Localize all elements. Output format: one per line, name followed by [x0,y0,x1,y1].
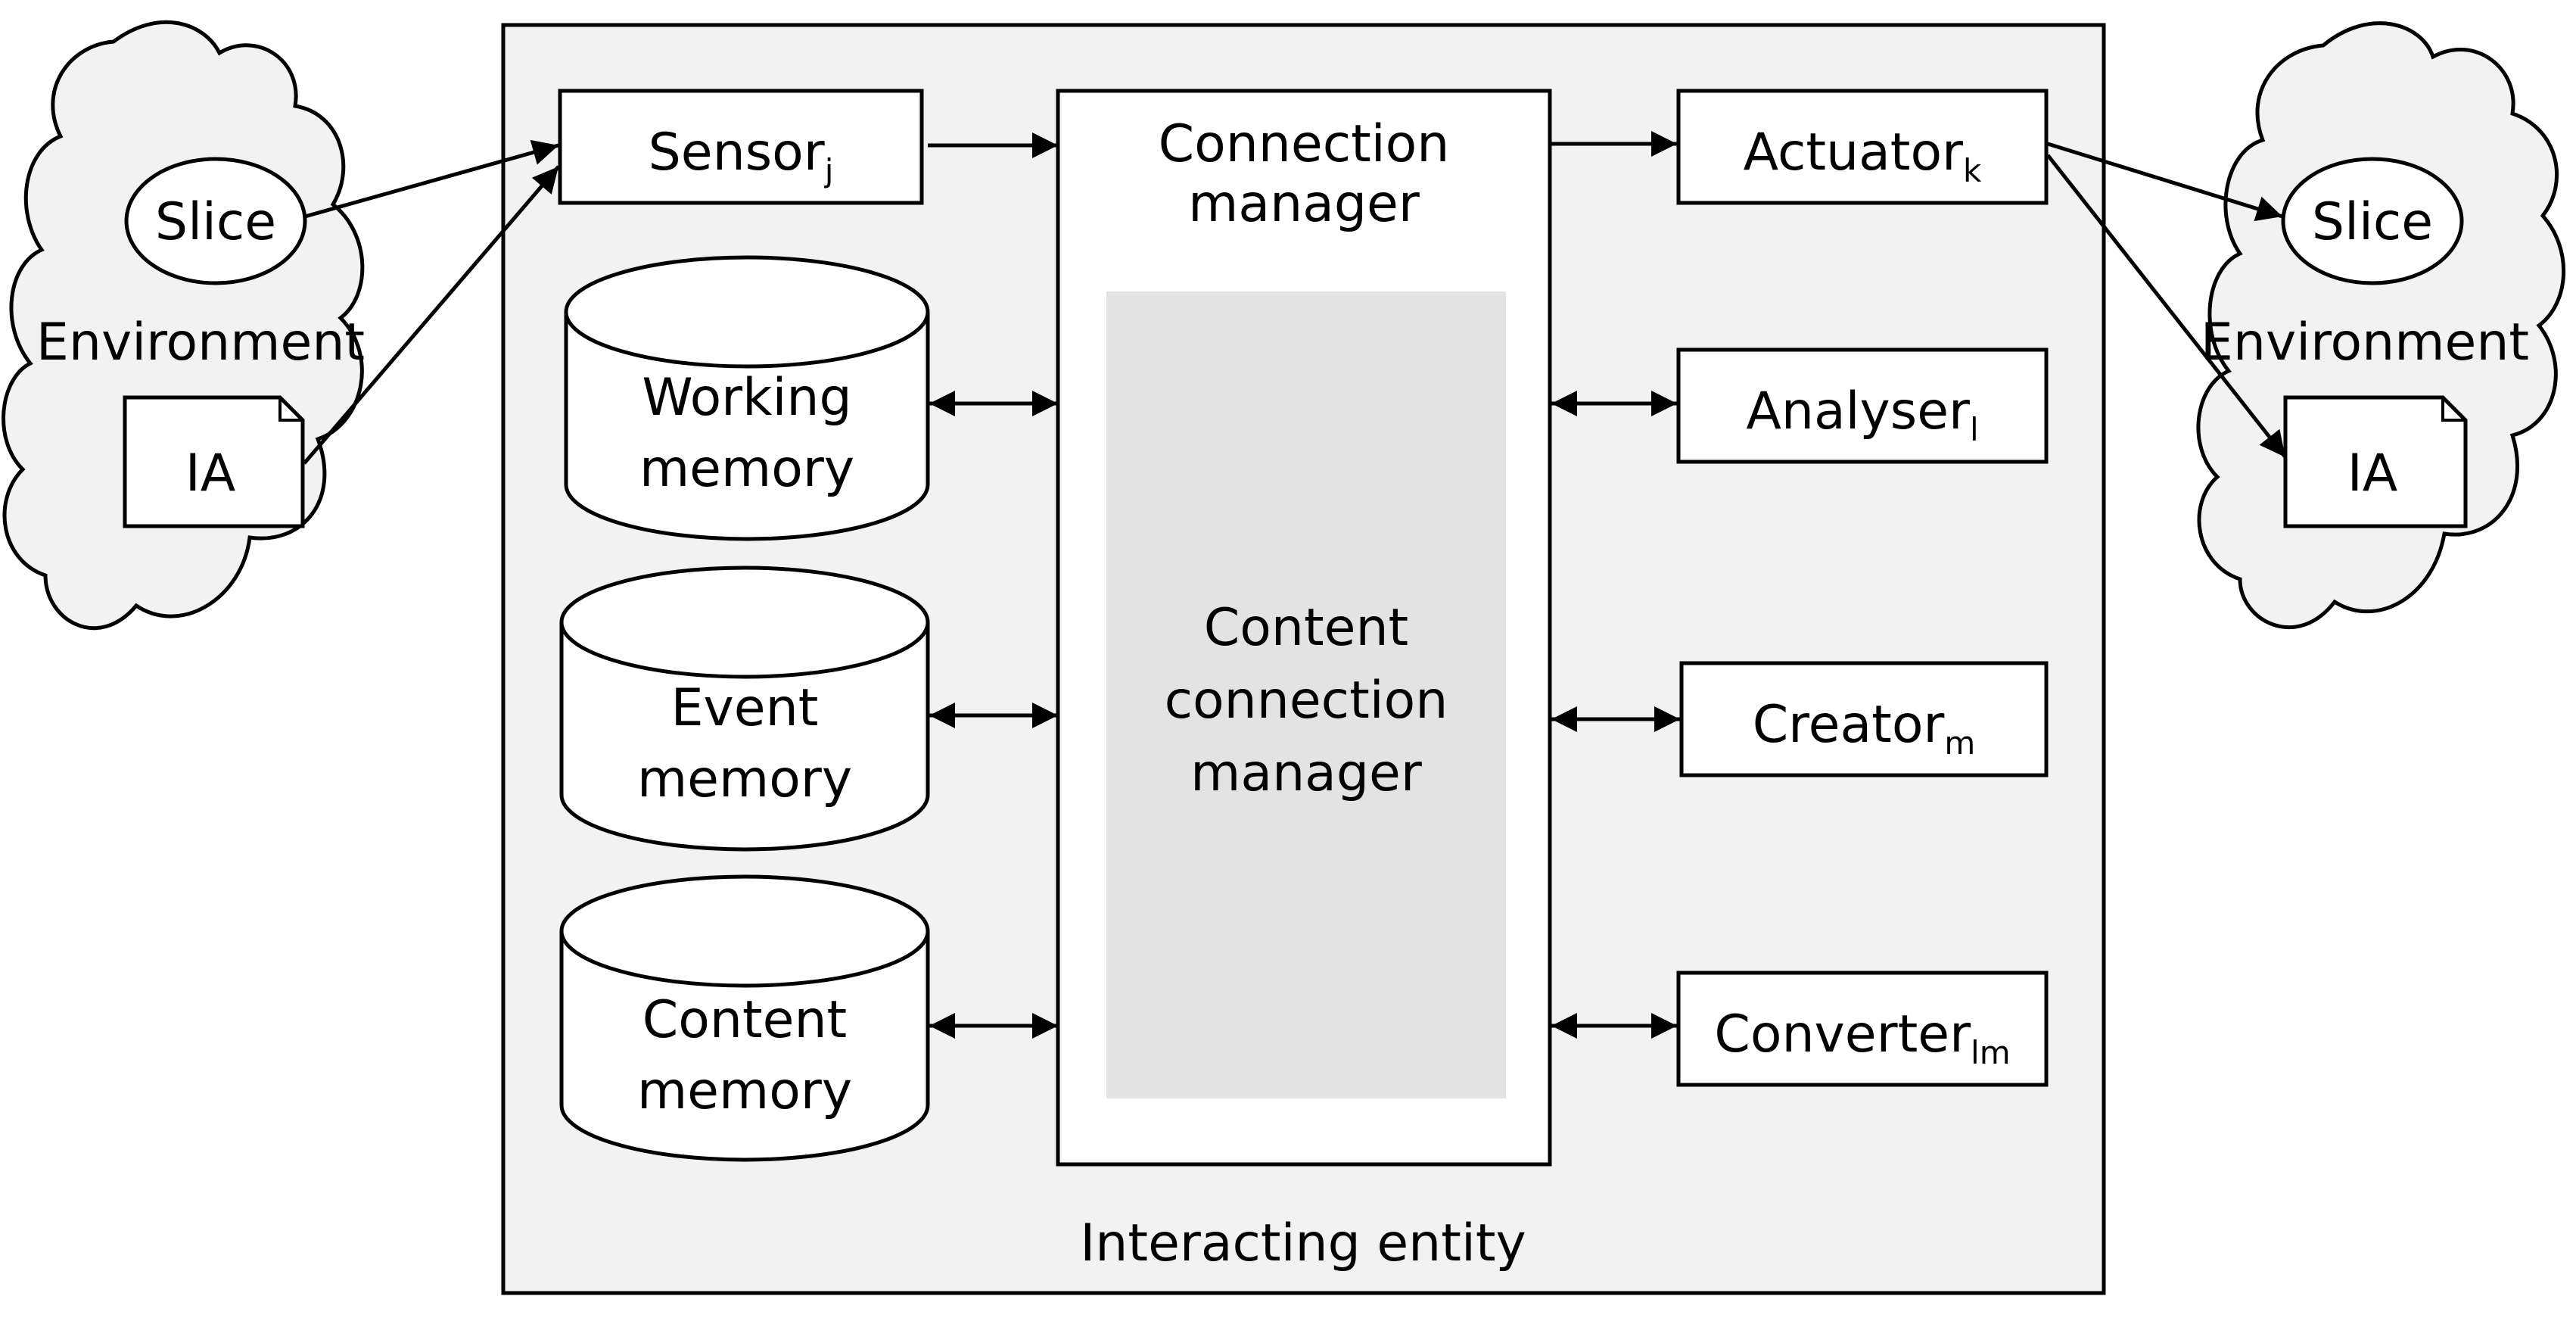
event-memory-cylinder: Event memory [559,566,930,852]
content-connection-manager-box [1106,291,1506,1098]
event-memory-line1: Event [671,678,819,738]
content-memory-cylinder: Content memory [559,874,930,1162]
creator-name: Creator [1753,695,1945,755]
actuator-label: Actuatork [1744,123,1982,189]
creator-subscript: m [1944,724,1975,762]
working-memory-line1: Working [642,368,851,428]
arrow-actuator-to-right-slice [2047,142,2283,222]
analyser-box [1676,347,2049,464]
left-slice-label: Slice [155,192,276,252]
actuator-name: Actuator [1744,123,1963,182]
right-ia-document [2283,395,2468,528]
sensor-label: Sensorj [649,123,834,189]
arrow-actuator-to-right-ia [2046,154,2287,459]
content-connection-manager-line1: Content [1204,598,1408,658]
content-memory-line1: Content [642,990,847,1050]
content-connection-manager-line2: connection [1165,671,1448,731]
connection-manager-line2: manager [1188,174,1420,234]
sensor-box [558,89,924,205]
creator-label: Creatorm [1753,695,1976,762]
interacting-entity-label: Interacting entity [1080,1214,1526,1273]
event-memory-line2: memory [637,749,852,809]
arrow-left-slice-to-sensor [304,139,559,219]
converter-subscript: lm [1971,1034,2011,1071]
sensor-name: Sensor [649,123,825,182]
left-environment-cloud: Slice Environment IA [2,20,365,631]
analyser-subscript: l [1970,411,1979,448]
left-environment-label: Environment [36,313,365,372]
converter-label: Converterlm [1714,1005,2010,1071]
connection-manager-line1: Connection [1159,114,1450,174]
actuator-subscript: k [1963,152,1982,189]
converter-name: Converter [1714,1005,1971,1064]
right-ia-label: IA [2347,444,2398,503]
working-memory-cylinder: Working memory [564,255,930,541]
left-slice-ellipse [124,157,307,285]
actuator-box [1676,89,2049,205]
sensor-subscript: j [824,152,834,189]
converter-box [1676,971,2049,1087]
analyser-name: Analyser [1746,382,1970,441]
right-slice-ellipse [2281,157,2464,285]
right-slice-label: Slice [2312,192,2433,252]
content-connection-manager-line3: manager [1190,743,1422,803]
working-memory-line2: memory [639,439,854,499]
content-memory-line2: memory [637,1061,852,1121]
left-ia-document [123,395,305,528]
right-environment-label: Environment [2201,313,2529,372]
analyser-label: Analyserl [1746,382,1978,448]
arrow-left-ia-to-sensor [303,165,560,465]
creator-box [1679,661,2049,777]
left-ia-label: IA [185,444,236,503]
right-environment-cloud: Slice Environment IA [2196,21,2565,629]
